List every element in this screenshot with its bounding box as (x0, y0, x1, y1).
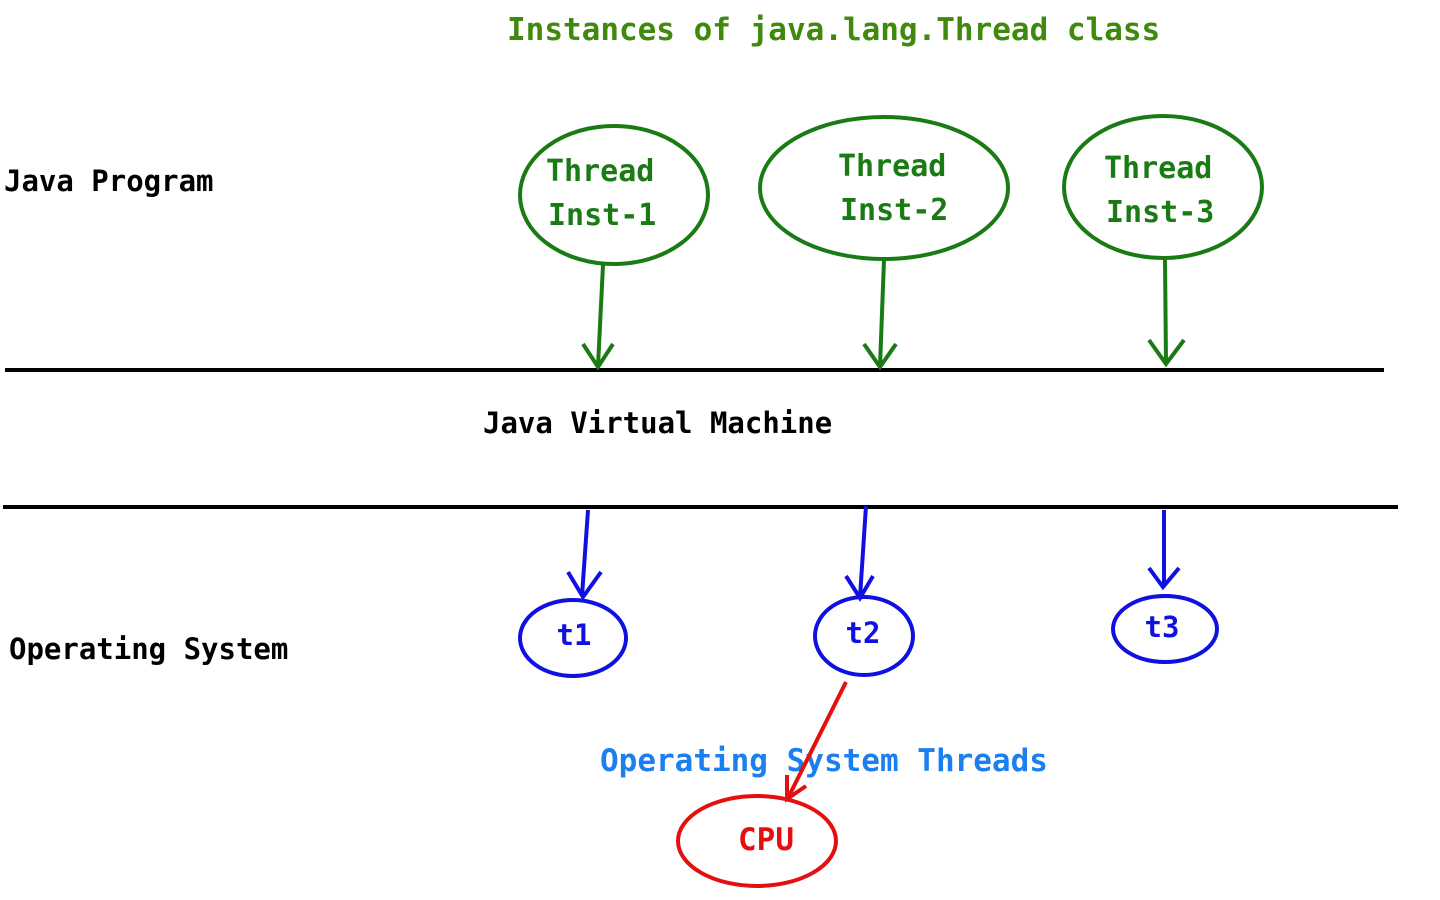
thread-instance-node: Thread Inst-3 (1062, 114, 1264, 260)
layer-label-jvm: Java Virtual Machine (483, 406, 832, 440)
arrow-inst1-to-jvm (581, 264, 615, 371)
os-thread-label: t2 (846, 616, 881, 650)
os-thread-node: t2 (813, 595, 915, 677)
os-thread-ellipse (1111, 594, 1219, 664)
os-thread-node: t3 (1111, 594, 1219, 664)
arrow-inst3-to-jvm (1147, 259, 1186, 368)
arrow-jvm-to-t1 (566, 509, 603, 601)
thread-instance-ellipse (1062, 114, 1264, 260)
thread-instance-label-line1: Thread (546, 154, 654, 189)
arrow-t2-to-cpu (785, 681, 848, 803)
os-threads-caption: Operating System Threads (600, 743, 1048, 779)
cpu-label: CPU (738, 822, 794, 858)
thread-instance-ellipse (758, 115, 1010, 261)
cpu-node: CPU (676, 794, 838, 888)
layer-label-os: Operating System (9, 632, 288, 666)
layer-label-java-program: Java Program (4, 164, 214, 198)
thread-instance-label-line2: Inst-1 (548, 198, 656, 233)
arrow-jvm-to-t2 (844, 505, 875, 602)
cpu-ellipse (676, 794, 838, 888)
os-thread-ellipse (813, 595, 915, 677)
os-thread-ellipse (518, 598, 628, 678)
arrow-inst2-to-jvm (862, 259, 898, 371)
os-thread-node: t1 (518, 598, 628, 678)
thread-instance-label-line1: Thread (1104, 151, 1212, 186)
thread-instance-label-line2: Inst-3 (1106, 195, 1214, 230)
thread-instance-ellipse (518, 124, 710, 266)
os-thread-label: t3 (1145, 610, 1180, 644)
diagram-title: Instances of java.lang.Thread class (507, 12, 1160, 48)
arrow-jvm-to-t3 (1147, 510, 1181, 591)
thread-instance-label-line1: Thread (838, 149, 946, 184)
thread-instance-node: Thread Inst-1 (518, 124, 710, 266)
thread-instance-node: Thread Inst-2 (758, 115, 1010, 261)
thread-instance-label-line2: Inst-2 (840, 193, 948, 228)
os-thread-label: t1 (557, 618, 592, 652)
